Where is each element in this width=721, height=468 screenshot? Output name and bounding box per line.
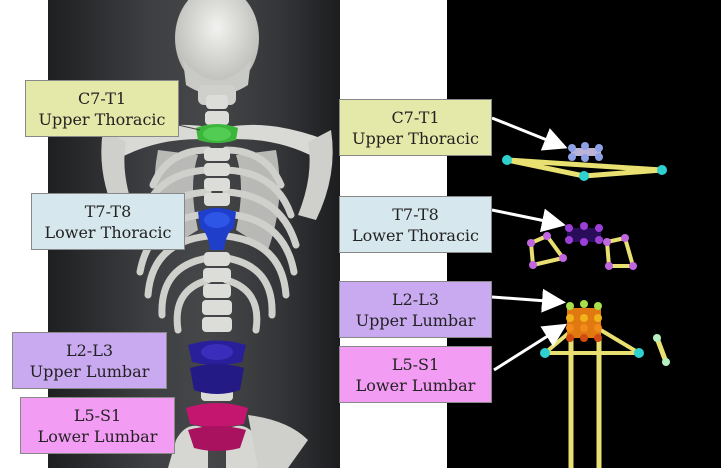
arrow-upper-thoracic xyxy=(492,118,562,146)
left-label-upper-thoracic-region: Upper Thoracic xyxy=(38,109,165,130)
right-label-lower-lumbar-level: L5-S1 xyxy=(392,354,439,375)
right-label-lower-lumbar: L5-S1 Lower Lumbar xyxy=(339,346,492,403)
right-label-upper-thoracic-region: Upper Thoracic xyxy=(352,128,479,149)
left-label-lower-lumbar-level: L5-S1 xyxy=(74,405,121,426)
right-label-upper-thoracic: C7-T1 Upper Thoracic xyxy=(339,99,492,156)
left-label-upper-lumbar-region: Upper Lumbar xyxy=(30,361,150,382)
left-label-upper-thoracic: C7-T1 Upper Thoracic xyxy=(25,80,179,137)
arrow-lower-lumbar xyxy=(494,327,562,370)
right-label-upper-lumbar: L2-L3 Upper Lumbar xyxy=(339,281,492,338)
right-label-upper-thoracic-level: C7-T1 xyxy=(391,107,439,128)
left-label-upper-lumbar-level: L2-L3 xyxy=(66,340,113,361)
right-label-lower-thoracic: T7-T8 Lower Thoracic xyxy=(339,196,492,253)
left-label-upper-thoracic-level: C7-T1 xyxy=(78,88,126,109)
right-label-lower-thoracic-level: T7-T8 xyxy=(392,204,439,225)
left-label-lower-thoracic-region: Lower Thoracic xyxy=(45,222,172,243)
left-label-lower-lumbar: L5-S1 Lower Lumbar xyxy=(20,397,175,454)
left-label-lower-thoracic: T7-T8 Lower Thoracic xyxy=(31,193,185,250)
pointer-left-upper-thoracic xyxy=(178,125,200,130)
right-label-upper-lumbar-level: L2-L3 xyxy=(392,289,439,310)
left-label-lower-lumbar-region: Lower Lumbar xyxy=(38,426,158,447)
left-label-upper-lumbar: L2-L3 Upper Lumbar xyxy=(12,332,167,389)
right-label-lower-lumbar-region: Lower Lumbar xyxy=(356,375,476,396)
right-label-lower-thoracic-region: Lower Thoracic xyxy=(352,225,479,246)
arrow-lower-thoracic xyxy=(492,210,560,224)
right-label-upper-lumbar-region: Upper Lumbar xyxy=(356,310,476,331)
left-label-lower-thoracic-level: T7-T8 xyxy=(85,201,132,222)
pointer-left-upper-lumbar xyxy=(168,362,182,365)
arrow-upper-lumbar xyxy=(492,297,560,302)
